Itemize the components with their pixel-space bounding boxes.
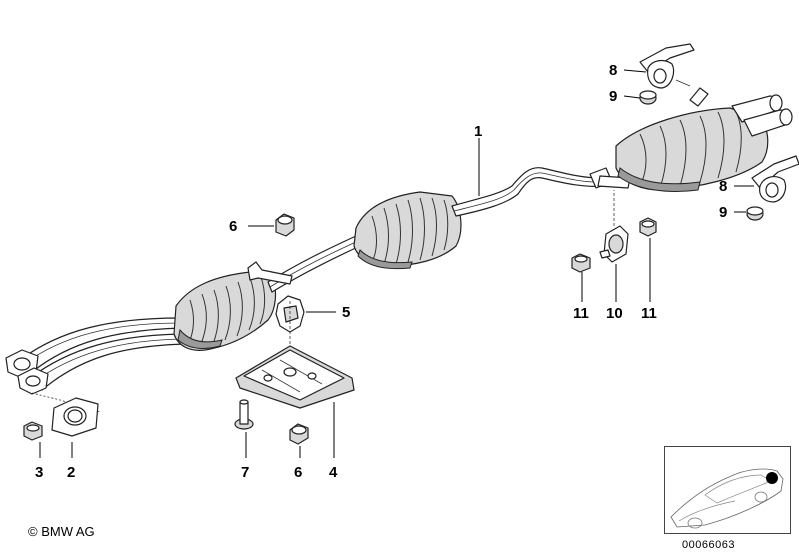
callout-5: 5: [342, 304, 350, 321]
callout-1: 1: [474, 123, 482, 140]
exhaust-mount-10: [599, 225, 629, 263]
rear-silencer: [615, 87, 793, 192]
support-plate-4: [235, 345, 355, 409]
callout-11-right: 11: [641, 305, 657, 322]
front-flange: [5, 349, 49, 395]
bolt-7: [234, 399, 254, 430]
hanger-bracket-upper: [639, 43, 695, 89]
rubber-mount-lower: [746, 206, 764, 221]
callout-11-left: 11: [573, 305, 589, 322]
nut-11-left: [571, 253, 591, 273]
callout-3: 3: [35, 464, 43, 481]
front-catalytic-converter: [173, 271, 277, 351]
rubber-mount-upper: [639, 90, 657, 105]
gasket-2: [51, 397, 99, 437]
middle-silencer: [353, 191, 462, 270]
nut-3: [23, 421, 43, 441]
leader-lines: [39, 69, 754, 458]
image-id-text: 00066063: [682, 539, 735, 551]
callout-7: 7: [241, 464, 249, 481]
pipe-bracket: [247, 261, 293, 285]
callout-6-upper: 6: [229, 218, 237, 235]
copyright-text: © BMW AG: [28, 524, 95, 539]
callout-9-upper: 9: [609, 88, 617, 105]
middle-pipe-rear: [451, 167, 605, 217]
middle-pipe-front: [267, 235, 361, 293]
callout-2: 2: [67, 464, 75, 481]
nut-6-upper: [275, 213, 295, 237]
car-outline-icon: [670, 468, 784, 529]
callout-9-lower: 9: [719, 204, 727, 221]
callout-4: 4: [329, 464, 338, 481]
callout-8-upper: 8: [609, 62, 617, 79]
vehicle-location-thumbnail: [664, 446, 791, 534]
nut-11-right: [639, 217, 657, 237]
callout-10: 10: [606, 305, 623, 322]
callout-8-lower: 8: [719, 178, 727, 195]
hanger-bracket-lower: [751, 155, 799, 203]
nut-6-lower: [289, 423, 309, 445]
callout-6-lower: 6: [294, 464, 302, 481]
location-marker-icon: [766, 472, 778, 484]
